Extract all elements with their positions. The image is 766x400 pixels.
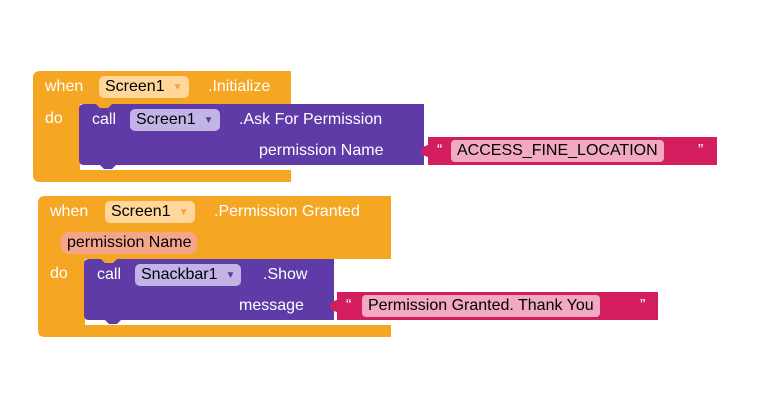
chevron-down-icon: ▼	[172, 82, 183, 93]
text-value-field[interactable]: Permission Granted. Thank You	[362, 295, 600, 317]
chevron-down-icon: ▼	[225, 270, 236, 281]
chevron-down-icon: ▼	[203, 115, 214, 126]
when-label: when	[50, 203, 89, 220]
event-parameter-label: permission Name	[67, 234, 192, 251]
text-value: Permission Granted. Thank You	[368, 297, 594, 314]
component-dropdown-screen1-call[interactable]: Screen1 ▼	[130, 109, 220, 131]
event-name-label: .Permission Granted	[214, 203, 360, 220]
component-dropdown-screen1[interactable]: Screen1 ▼	[105, 201, 195, 223]
do-label: do	[50, 265, 68, 282]
close-quote-icon: ”	[698, 142, 704, 159]
close-quote-icon: ”	[640, 297, 646, 314]
chevron-down-icon: ▼	[178, 207, 189, 218]
component-dropdown-snackbar1[interactable]: Snackbar1 ▼	[135, 264, 242, 286]
call-label: call	[97, 266, 122, 283]
event-name-label: .Initialize	[208, 78, 271, 95]
method-name-label: .Show	[263, 266, 308, 283]
open-quote-icon: “	[346, 297, 352, 314]
param-label-permission-name: permission Name	[259, 142, 384, 159]
event-parameter-permission-name[interactable]: permission Name	[61, 232, 198, 254]
do-label: do	[45, 110, 63, 127]
call-label: call	[92, 111, 117, 128]
event-block-initialize[interactable]	[33, 71, 291, 182]
event-block-permission-granted[interactable]	[38, 196, 391, 337]
component-dropdown-screen1[interactable]: Screen1 ▼	[99, 76, 189, 98]
param-label-message: message	[239, 297, 304, 314]
open-quote-icon: “	[437, 142, 443, 159]
component-dropdown-label: Snackbar1	[141, 266, 218, 283]
text-value-field[interactable]: ACCESS_FINE_LOCATION	[451, 140, 664, 162]
component-dropdown-label: Screen1	[111, 203, 171, 220]
method-name-label: .Ask For Permission	[239, 111, 383, 128]
text-value: ACCESS_FINE_LOCATION	[457, 142, 658, 159]
component-dropdown-label: Screen1	[105, 78, 165, 95]
component-dropdown-label: Screen1	[136, 111, 196, 128]
when-label: when	[45, 78, 84, 95]
